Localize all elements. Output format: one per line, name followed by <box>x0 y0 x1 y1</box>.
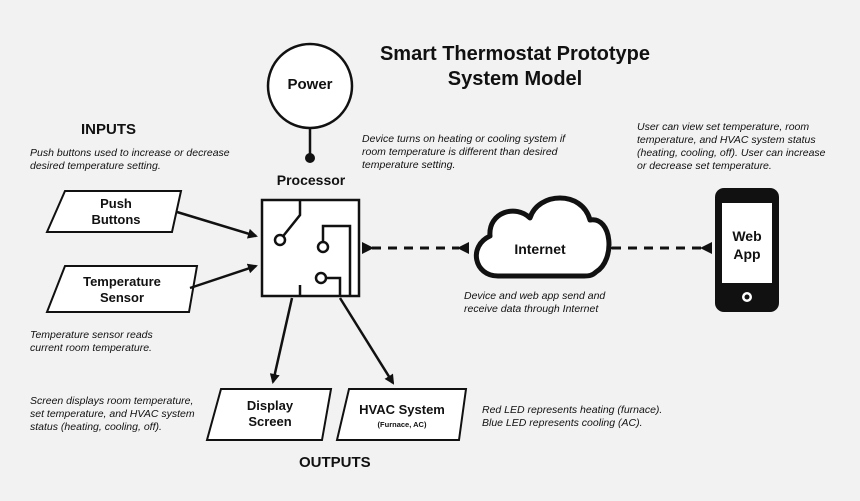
push-buttons-box <box>45 190 183 233</box>
arrow-processor-to-hvac <box>338 297 395 385</box>
push-buttons-label-line-1: Push <box>100 196 132 211</box>
push-buttons-note: Push buttons used to increase or decreas… <box>30 147 230 172</box>
title-line-1: Smart Thermostat Prototype <box>379 43 651 65</box>
phone-icon <box>715 188 779 312</box>
internet-note: Device and web app send and receive data… <box>464 290 606 315</box>
power-label: Power <box>287 76 333 93</box>
webapp-label-line-1: Web <box>732 228 762 244</box>
display-screen-label-line-2: Screen <box>248 414 292 429</box>
inputs-heading: INPUTS <box>81 121 137 138</box>
push-buttons-label: Push Buttons <box>58 196 174 228</box>
led-note-line-1: Red LED represents heating (furnace). <box>482 404 663 416</box>
webapp-note: User can view set temperature, room temp… <box>637 121 826 172</box>
screen-note: Screen displays room temperature, set te… <box>30 395 195 433</box>
temperature-sensor-label-line-2: Sensor <box>99 290 145 305</box>
diagram-title: Smart Thermostat Prototype System Model <box>345 42 685 92</box>
processor-label: Processor <box>276 172 346 188</box>
arrow-sensor-to-processor <box>189 263 258 290</box>
push-buttons-label-line-2: Buttons <box>91 212 141 227</box>
processor-note: Device turns on heating or cooling syste… <box>362 133 566 171</box>
power-connector-dot <box>305 153 315 163</box>
temperature-sensor-note: Temperature sensor reads current room te… <box>30 329 153 354</box>
display-screen-label-line-1: Display <box>246 398 294 413</box>
webapp-label-line-2: App <box>733 246 761 262</box>
hvac-system-sublabel: (Furnace, AC) <box>377 420 427 429</box>
temperature-sensor-label-line-1: Temperature <box>83 274 161 289</box>
webapp-label: Web App <box>722 227 772 263</box>
arrow-push-to-processor <box>176 210 258 239</box>
led-note-line-2: Blue LED represents cooling (AC). <box>482 417 643 429</box>
led-note: Red LED represents heating (furnace). Bl… <box>482 404 722 430</box>
internet-label: Internet <box>514 241 566 257</box>
hvac-system-label: HVAC System <box>359 402 445 417</box>
display-screen-label: Display Screen <box>214 398 326 430</box>
hvac-system-box <box>335 388 468 441</box>
temperature-sensor-box <box>45 265 199 313</box>
cloud-icon <box>473 195 612 279</box>
outputs-heading: OUTPUTS <box>299 454 371 471</box>
title-line-2: System Model <box>447 68 583 90</box>
display-screen-box <box>205 388 333 441</box>
arrow-processor-to-display <box>269 297 294 384</box>
temperature-sensor-label: Temperature Sensor <box>56 274 188 306</box>
processor-chip-icon <box>260 198 361 298</box>
